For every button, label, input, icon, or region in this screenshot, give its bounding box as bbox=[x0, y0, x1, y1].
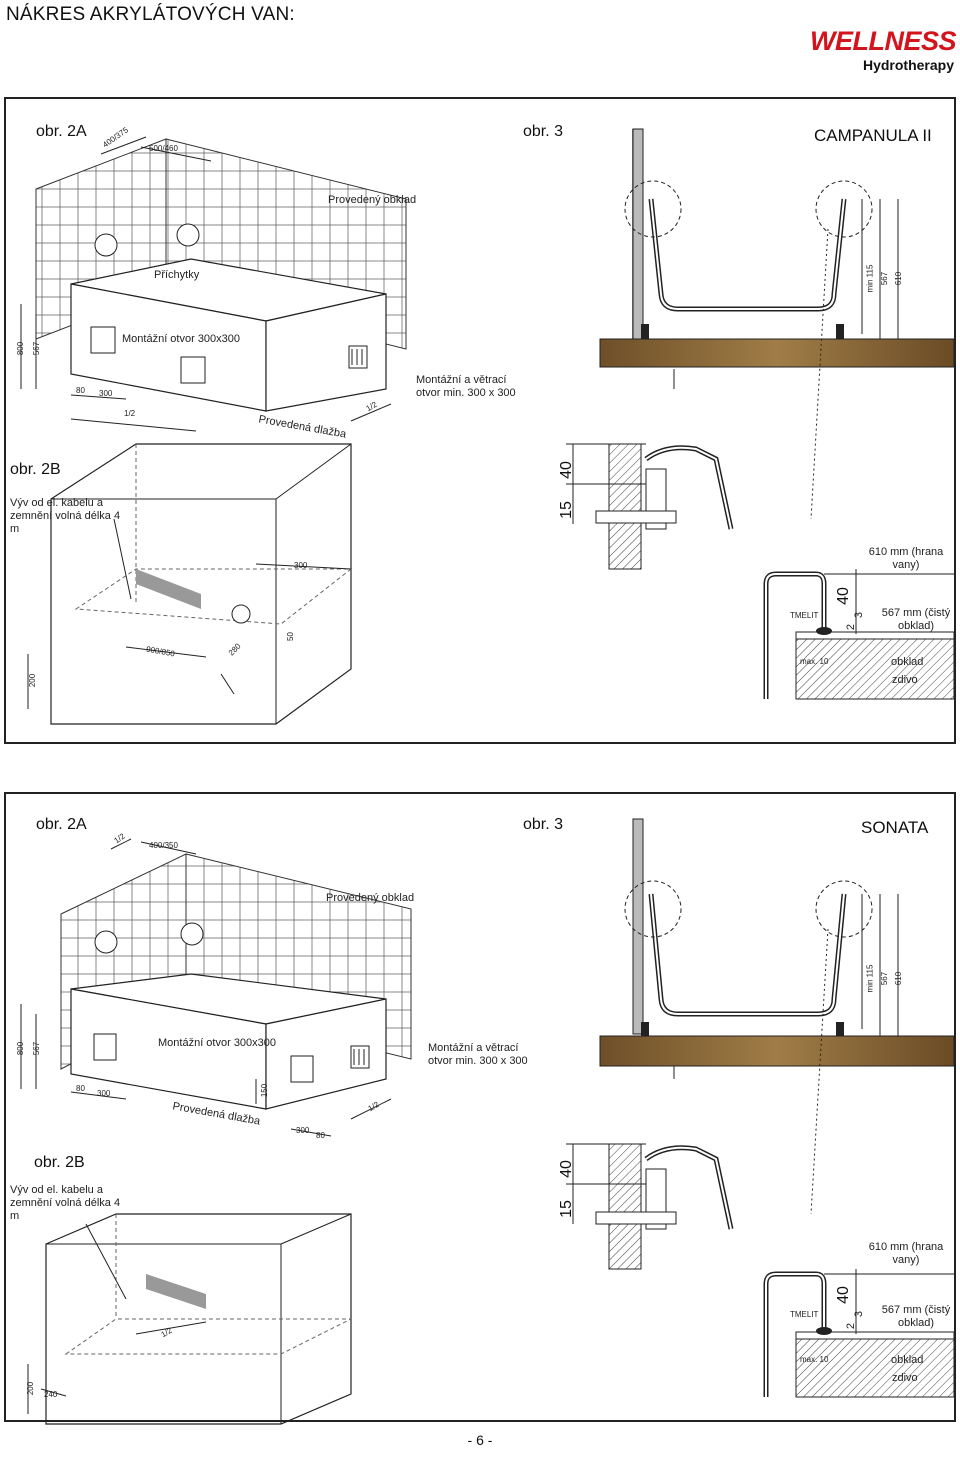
cable-label: Výv od el. kabelu a zemnění volná délka … bbox=[10, 1184, 121, 1222]
opening-label: Montážní otvor 300x300 bbox=[122, 333, 241, 345]
dim-label: 567 bbox=[880, 271, 890, 286]
dim-label: 40 bbox=[557, 1160, 575, 1178]
tiles-label: Provedený obklad bbox=[326, 892, 415, 904]
dim-label: 300 bbox=[296, 1126, 310, 1135]
tiles-height-label: 567 mm (čistý obklad) bbox=[881, 1304, 951, 1329]
page-number: - 6 - bbox=[467, 1432, 493, 1448]
installation-drawing bbox=[20, 818, 955, 1425]
dim-label: 80 bbox=[316, 1131, 325, 1140]
dim-label: 80 bbox=[76, 386, 85, 395]
dim-label: 40 bbox=[834, 1286, 852, 1304]
dim-label: 50 bbox=[285, 632, 295, 641]
dim-label: 40 bbox=[557, 461, 575, 479]
dim-label: 567 bbox=[880, 971, 890, 986]
dim-label: 300 bbox=[99, 389, 113, 398]
dim-label: min 115 bbox=[865, 264, 875, 293]
dim-label: 15 bbox=[557, 1200, 575, 1218]
dim-label: 300 bbox=[294, 561, 308, 570]
section-campanula: obr. 2A obr. 3 CAMPANULA II 400/375 500/… bbox=[4, 97, 956, 744]
zdivo-label: zdivo bbox=[892, 674, 918, 686]
dim-label: 567 bbox=[32, 1041, 42, 1056]
model-name: SONATA bbox=[861, 818, 929, 837]
dim-label: 200 bbox=[26, 1381, 36, 1396]
dim-label: 800 bbox=[16, 341, 26, 356]
dim-label: 150 bbox=[260, 1083, 270, 1098]
dim-label: 240 bbox=[44, 1390, 58, 1399]
fig-3-title: obr. 3 bbox=[523, 816, 564, 833]
tmelit-label: TMELIT bbox=[790, 1310, 819, 1319]
max-label: max. 10 bbox=[800, 1355, 829, 1364]
dim-label: 500/460 bbox=[149, 144, 178, 153]
obklad-label: obklad bbox=[891, 656, 924, 668]
fig-2b-title: obr. 2B bbox=[34, 1154, 85, 1171]
vent-label: Montážní a větrací otvor min. 300 x 300 bbox=[416, 374, 516, 399]
dim-label: 200 bbox=[28, 673, 38, 688]
cable-label: Výv od el. kabelu a zemnění volná délka … bbox=[10, 497, 121, 535]
dim-label: 3 bbox=[853, 1310, 866, 1318]
fig-2a-title: obr. 2A bbox=[36, 816, 87, 833]
tmelit-label: TMELIT bbox=[790, 611, 819, 620]
brand-subtitle: Hydrotherapy bbox=[862, 57, 954, 73]
zdivo-label: zdivo bbox=[892, 1372, 918, 1384]
page-title: NÁKRES AKRYLÁTOVÝCH VAN: bbox=[6, 4, 295, 25]
dim-label: min 115 bbox=[865, 964, 875, 993]
dim-label: 40 bbox=[834, 587, 852, 605]
obklad-label: obklad bbox=[891, 1354, 924, 1366]
opening-label: Montážní otvor 300x300 bbox=[158, 1037, 277, 1049]
dim-label: 610 bbox=[894, 271, 904, 286]
dim-label: 15 bbox=[557, 501, 575, 519]
tiles-label: Provedený obklad bbox=[328, 194, 417, 206]
model-name: CAMPANULA II bbox=[814, 126, 932, 145]
vent-label: Montážní a větrací otvor min. 300 x 300 bbox=[428, 1042, 528, 1067]
dim-label: 80 bbox=[76, 1084, 85, 1093]
dim-label: 800 bbox=[16, 1041, 26, 1056]
section-sonata: obr. 2A obr. 3 SONATA 1/2 400/350 Proved… bbox=[4, 792, 956, 1425]
fig-2b-title: obr. 2B bbox=[10, 461, 61, 478]
tiles-height-label: 567 mm (čistý obklad) bbox=[881, 607, 951, 632]
dim-label: 2 bbox=[845, 1322, 858, 1330]
dim-label: 300 bbox=[97, 1089, 111, 1098]
dim-label: 2 bbox=[845, 623, 858, 631]
installation-drawing bbox=[20, 128, 955, 725]
rim-label: 610 mm (hrana vany) bbox=[868, 546, 944, 571]
fig-3-title: obr. 3 bbox=[523, 123, 564, 140]
dim-label: 1/2 bbox=[124, 409, 136, 418]
dim-label: 400/350 bbox=[149, 841, 178, 850]
clips-label: Příchytky bbox=[154, 269, 200, 281]
rim-label: 610 mm (hrana vany) bbox=[868, 1241, 944, 1266]
brand-logo: WELLNESS bbox=[809, 26, 957, 56]
dim-label: 3 bbox=[853, 611, 866, 619]
max-label: max. 10 bbox=[800, 657, 829, 666]
dim-label: 567 bbox=[32, 341, 42, 356]
dim-label: 610 bbox=[894, 971, 904, 986]
fig-2a-title: obr. 2A bbox=[36, 123, 87, 140]
